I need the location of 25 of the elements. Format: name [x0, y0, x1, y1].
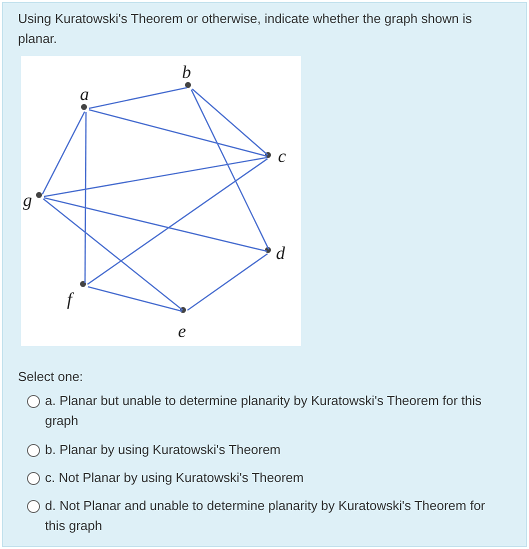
- vertex-label: d: [276, 244, 285, 262]
- graph-edge: [88, 86, 188, 110]
- graph-edge: [44, 197, 268, 252]
- prompt-text: Select one:: [18, 368, 84, 386]
- graph-edge: [84, 112, 87, 283]
- graph-edge: [44, 156, 268, 198]
- graph-edge: [187, 253, 268, 311]
- vertex-label: c: [278, 147, 286, 165]
- vertex-label: b: [182, 63, 191, 81]
- vertex-label: f: [67, 290, 72, 308]
- answer-option: a. Planar but unable to determine planarity by Kuratowski's Theorem for this graph: [45, 391, 495, 431]
- vertex-label: a: [80, 85, 89, 103]
- graph-edge: [190, 89, 270, 250]
- answer-option: c. Not Planar by using Kuratowski's Theorem: [45, 468, 495, 488]
- question-text: Using Kuratowski's Theorem or otherwise, indicate whether the graph shown is planar.: [18, 10, 473, 48]
- graph-edge: [42, 111, 86, 195]
- answer-option: b. Planar by using Kuratowski's Theorem: [45, 440, 495, 460]
- graph-edge: [88, 109, 268, 157]
- answer-option: d. Not Planar and unable to determine planarity by Kuratowski's Theorem for this graph: [45, 496, 495, 536]
- graph-edge: [87, 158, 268, 285]
- graph-edge: [192, 88, 268, 156]
- graph-edge: [88, 286, 182, 312]
- graph-edge: [42, 198, 184, 311]
- vertex-label: g: [23, 191, 32, 209]
- vertex-label: e: [178, 322, 186, 340]
